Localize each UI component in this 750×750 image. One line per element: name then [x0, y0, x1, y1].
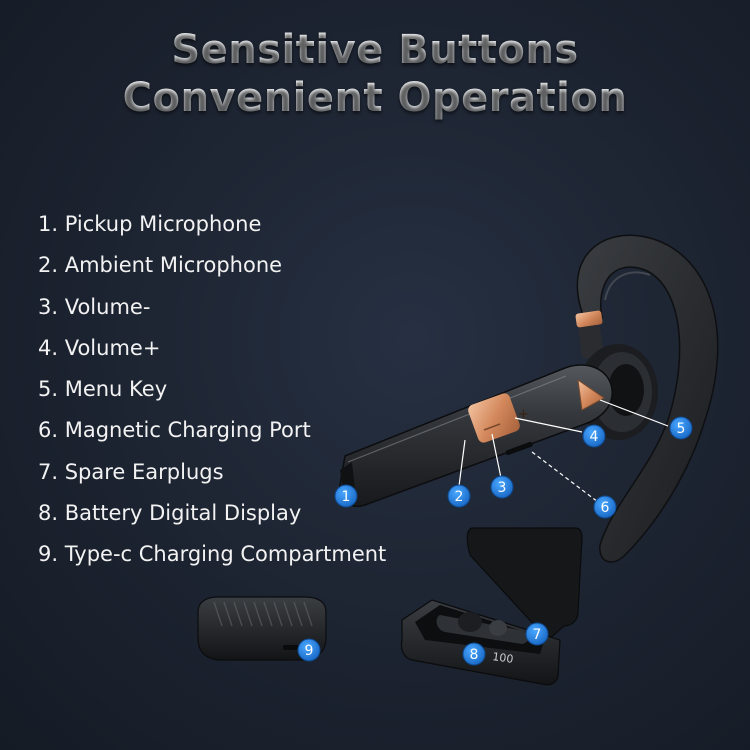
callout-badge-9: 9 [297, 638, 321, 662]
callout-badge-6: 6 [593, 495, 617, 519]
feature-item: 5. Menu Key [38, 377, 168, 402]
callout-badge-8: 8 [462, 642, 486, 666]
menu-key [577, 378, 605, 411]
feature-list: 1. Pickup Microphone 2. Ambient Micropho… [38, 204, 386, 576]
callout-badge-1: 1 [334, 484, 358, 508]
callout-badge-4: 4 [582, 424, 606, 448]
charging-case-closed [197, 596, 327, 661]
callout-badge-3: 3 [490, 475, 514, 499]
callout-badge-5: 5 [669, 416, 693, 440]
svg-text:4: 4 [590, 429, 599, 445]
svg-text:7: 7 [533, 627, 542, 643]
svg-text:3: 3 [498, 480, 507, 496]
hook-joint [575, 310, 604, 359]
svg-text:6: 6 [601, 500, 610, 516]
feature-item: 4. Volume+ [38, 335, 161, 360]
headline-line-2: Convenient Operation [0, 74, 750, 122]
svg-text:5: 5 [677, 421, 686, 437]
volume-plus-symbol: + [518, 407, 529, 422]
callout-badge-7: 7 [525, 622, 549, 646]
svg-text:2: 2 [455, 489, 464, 505]
battery-display-text: 100 [492, 650, 515, 666]
callout-badge-2: 2 [447, 484, 471, 508]
type-c-port [283, 645, 299, 650]
feature-item: 7. Spare Earplugs [38, 459, 224, 484]
ear-hook [576, 234, 719, 563]
volume-buttons: + [468, 393, 529, 443]
feature-item: 8. Battery Digital Display [38, 501, 302, 526]
svg-text:1: 1 [342, 489, 351, 505]
headset-body [339, 364, 613, 507]
feature-item: 3. Volume- [38, 294, 151, 319]
svg-text:8: 8 [470, 647, 479, 663]
feature-item: 1. Pickup Microphone [38, 212, 262, 236]
headline-line-1: Sensitive Buttons [0, 26, 750, 74]
svg-text:9: 9 [305, 643, 314, 659]
feature-item: 2. Ambient Microphone [38, 253, 283, 278]
headline: Sensitive Buttons Convenient Operation [0, 26, 750, 122]
feature-item: 9. Type-c Charging Compartment [38, 542, 387, 567]
charging-port [505, 441, 533, 456]
feature-item: 6. Magnetic Charging Port [38, 418, 311, 443]
charging-case-open: 100 [400, 527, 583, 686]
